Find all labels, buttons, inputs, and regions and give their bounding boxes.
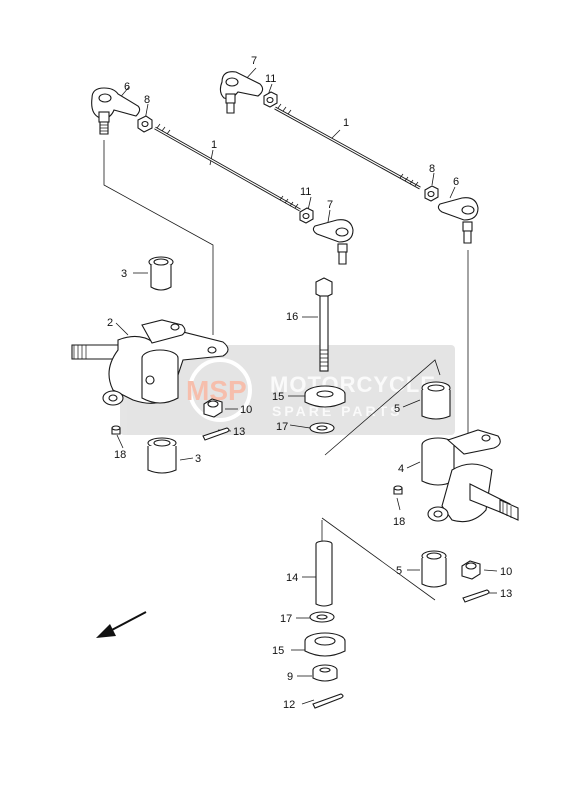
washer-17-lower — [309, 611, 335, 623]
bushing-3-upper — [148, 256, 174, 291]
cotter-pin-13-left — [202, 427, 230, 441]
callout-18: 18 — [114, 449, 126, 461]
tie-rod-end-7-lower — [312, 219, 354, 265]
callout-7: 7 — [327, 199, 333, 211]
callout-6: 6 — [124, 81, 130, 93]
callout-11: 11 — [300, 186, 311, 198]
leader-lines — [103, 67, 498, 705]
tie-rod-left — [154, 123, 301, 212]
callout-16: 16 — [286, 311, 298, 323]
callout-labels: 6 8 1 7 11 1 11 7 8 6 3 2 16 10 13 15 17… — [107, 55, 512, 711]
grease-nipple-18-right — [393, 485, 403, 495]
bushing-5-lower — [421, 550, 447, 588]
callout-17: 17 — [280, 613, 292, 625]
callout-5: 5 — [396, 565, 402, 577]
callout-8: 8 — [429, 163, 435, 175]
callout-17: 17 — [276, 421, 288, 433]
callout-8: 8 — [144, 94, 150, 106]
callout-7: 7 — [251, 55, 257, 67]
nut-11-top — [263, 91, 278, 108]
washer-17-middle — [309, 422, 335, 434]
callout-3: 3 — [195, 453, 201, 465]
knuckle-right — [421, 429, 519, 523]
callout-1: 1 — [211, 139, 217, 151]
callout-11: 11 — [265, 73, 276, 85]
callout-4: 4 — [398, 463, 404, 475]
grease-nipple-18-left — [111, 425, 121, 435]
nut-8-right — [424, 185, 439, 202]
callout-9: 9 — [287, 671, 293, 683]
nut-11-lower — [299, 207, 314, 224]
callout-2: 2 — [107, 317, 113, 329]
tie-rod-end-7-right — [219, 71, 264, 114]
castle-nut-10-right — [461, 560, 481, 580]
callout-15: 15 — [272, 645, 284, 657]
kingpin-14 — [315, 540, 333, 607]
bolt-16 — [315, 277, 333, 372]
cotter-pin-12 — [312, 693, 344, 709]
knuckle-left — [71, 319, 229, 406]
callout-14: 14 — [286, 572, 298, 584]
watermark-logo: MSP — [186, 358, 252, 422]
nut-9 — [312, 664, 338, 682]
castle-nut-10-left — [203, 398, 223, 418]
callout-6: 6 — [453, 176, 459, 188]
bushing-5-upper — [421, 381, 451, 420]
cotter-pin-13-right — [462, 589, 490, 603]
callout-12: 12 — [283, 699, 295, 711]
tie-rod-end-6-left — [91, 87, 141, 135]
nut-8-left — [137, 115, 153, 133]
callout-3: 3 — [121, 268, 127, 280]
seal-15-lower — [304, 632, 346, 657]
front-direction-arrow-icon — [96, 611, 147, 638]
tie-rod-right — [274, 103, 421, 190]
tie-rod-end-6-right — [437, 197, 479, 244]
callout-10: 10 — [500, 566, 512, 578]
callout-15: 15 — [272, 391, 284, 403]
callout-1: 1 — [343, 117, 349, 129]
callout-13: 13 — [233, 426, 245, 438]
watermark-line2: SPARE PARTS — [272, 403, 403, 419]
callout-5: 5 — [394, 403, 400, 415]
callout-13: 13 — [500, 588, 512, 600]
watermark-line1: MOTORCYCLE — [270, 372, 436, 397]
callout-18: 18 — [393, 516, 405, 528]
bushing-3-lower — [147, 437, 177, 474]
seal-15-middle — [304, 385, 346, 408]
callout-10: 10 — [240, 404, 252, 416]
